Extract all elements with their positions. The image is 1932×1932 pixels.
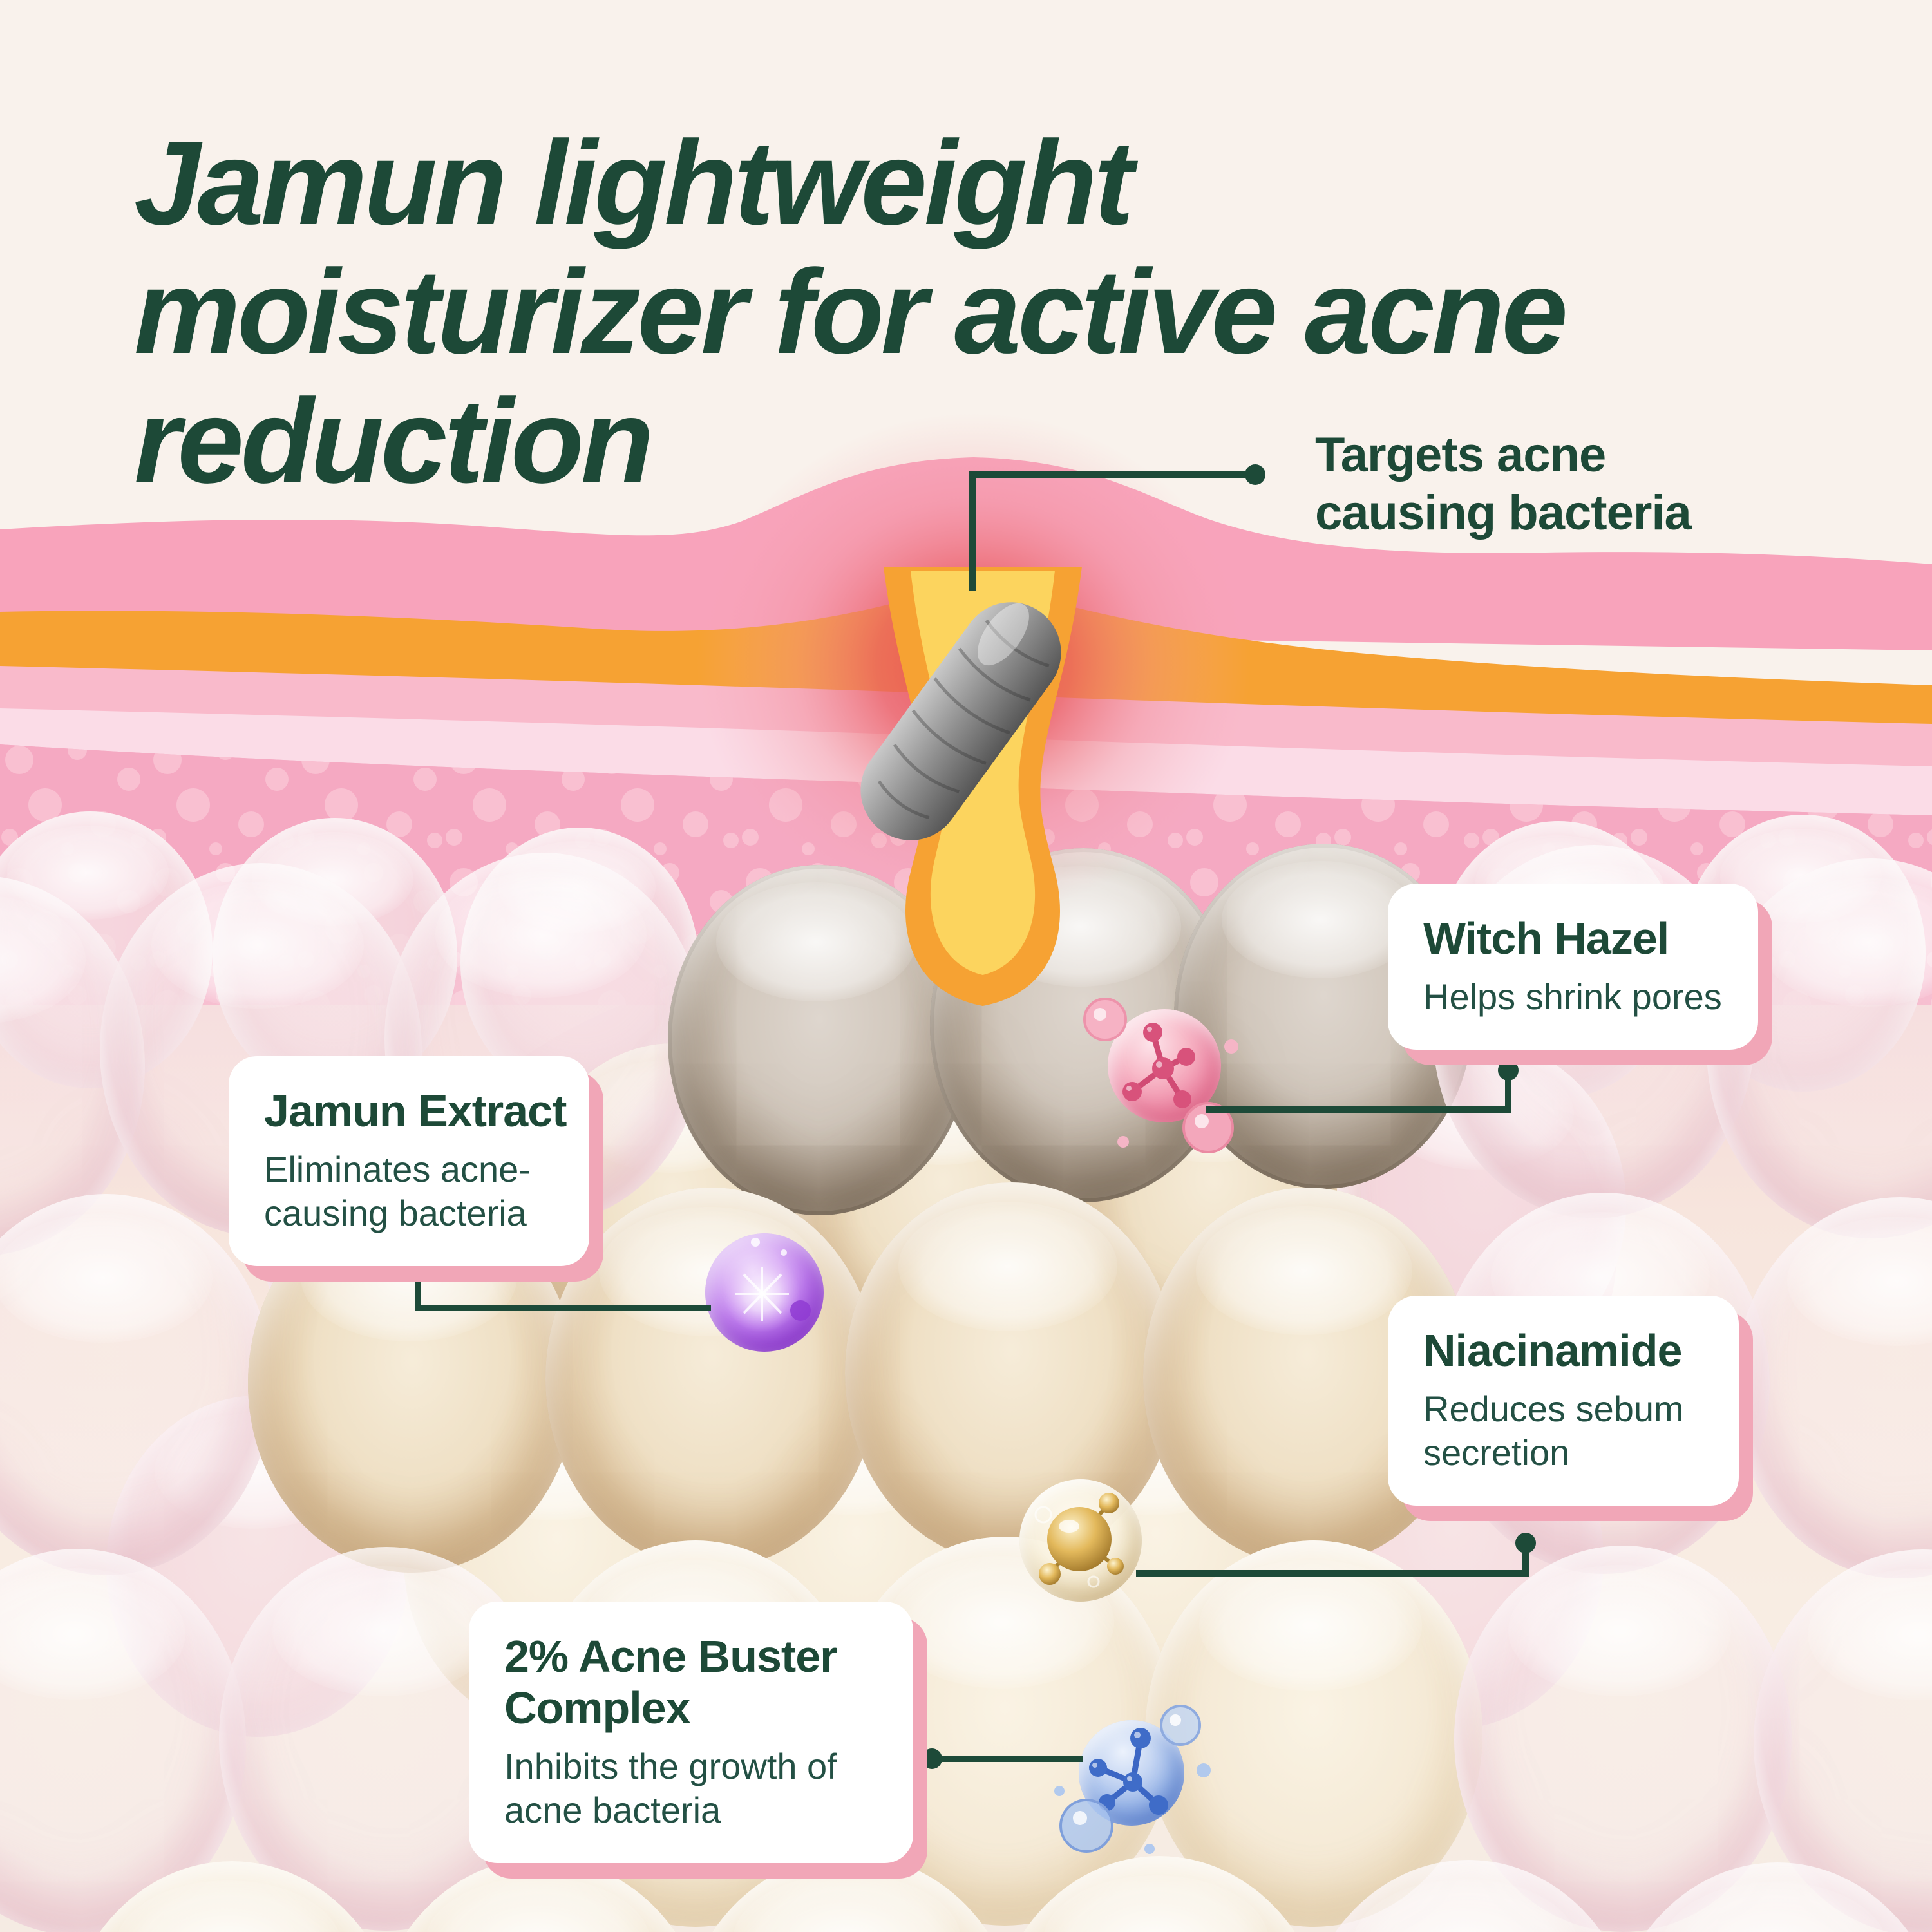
witch-hazel-desc-line1: Helps shrink pores <box>1423 976 1722 1017</box>
page-title: Jamun lightweight moisturizer for active… <box>134 116 1911 509</box>
niacinamide-desc-line2: secretion <box>1423 1432 1570 1473</box>
page-title-line2: moisturizer for active acne <box>134 245 1568 379</box>
targets-acne-label-line1: Targets acne <box>1315 428 1606 482</box>
acne-buster-card-description: Inhibits the growth of acne bacteria <box>504 1745 884 1833</box>
acne-buster-title-line1: 2% Acne Buster <box>504 1631 837 1681</box>
niacinamide-desc-line1: Reduces sebum <box>1423 1388 1684 1429</box>
pink-molecule-icon <box>1083 998 1238 1153</box>
jamun-extract-card-description: Eliminates acne- causing bacteria <box>264 1148 560 1236</box>
niacinamide-connector-vline <box>1522 1543 1529 1577</box>
acne-buster-connector-hline <box>932 1756 1083 1762</box>
moisturizer-bubble <box>1734 1197 1932 1578</box>
jamun-extract-card-title: Jamun Extract <box>264 1086 567 1136</box>
jamun-extract-desc-line1: Eliminates acne- <box>264 1148 531 1189</box>
witch-hazel-card-description: Helps shrink pores <box>1423 975 1729 1019</box>
jamun-extract-connector-hline <box>415 1305 711 1311</box>
witch-hazel-connector-vline <box>1505 1070 1511 1113</box>
acne-buster-card-title: 2% Acne Buster Complex <box>504 1631 884 1734</box>
niacinamide-card-title: Niacinamide <box>1423 1325 1682 1376</box>
witch-hazel-card-title: Witch Hazel <box>1423 913 1669 963</box>
niacinamide-card: Niacinamide Reduces sebum secretion <box>1388 1296 1739 1506</box>
witch-hazel-card: Witch Hazel Helps shrink pores <box>1388 884 1758 1050</box>
gold-molecule-icon <box>1019 1479 1142 1602</box>
targets-acne-label-line2: causing bacteria <box>1315 485 1692 540</box>
niacinamide-card-description: Reduces sebum secretion <box>1423 1387 1710 1475</box>
moisturizer-bubble <box>845 1182 1177 1564</box>
acne-buster-card: 2% Acne Buster Complex Inhibits the grow… <box>469 1602 913 1864</box>
acne-buster-title-line2: Complex <box>504 1682 691 1733</box>
jamun-extract-card: Jamun Extract Eliminates acne- causing b… <box>229 1056 589 1267</box>
moisturizer-bubble <box>668 865 971 1215</box>
acne-buster-desc-line1: Inhibits the growth of <box>504 1745 837 1786</box>
witch-hazel-connector-hline <box>1206 1106 1511 1113</box>
jamun-extract-desc-line2: causing bacteria <box>264 1193 527 1234</box>
moisturizer-bubble <box>0 1194 272 1575</box>
purple-molecule-icon <box>705 1233 824 1352</box>
blue-molecule-icon <box>1054 1705 1211 1854</box>
acne-buster-desc-line2: acne bacteria <box>504 1789 721 1830</box>
targets-acne-label: Targets acne causing bacteria <box>1315 426 1692 542</box>
page-title-line3: reduction <box>134 375 654 509</box>
jamun-extract-connector-vline <box>415 1262 421 1311</box>
page-title-line1: Jamun lightweight <box>134 116 1134 250</box>
niacinamide-connector-hline <box>1136 1570 1529 1577</box>
